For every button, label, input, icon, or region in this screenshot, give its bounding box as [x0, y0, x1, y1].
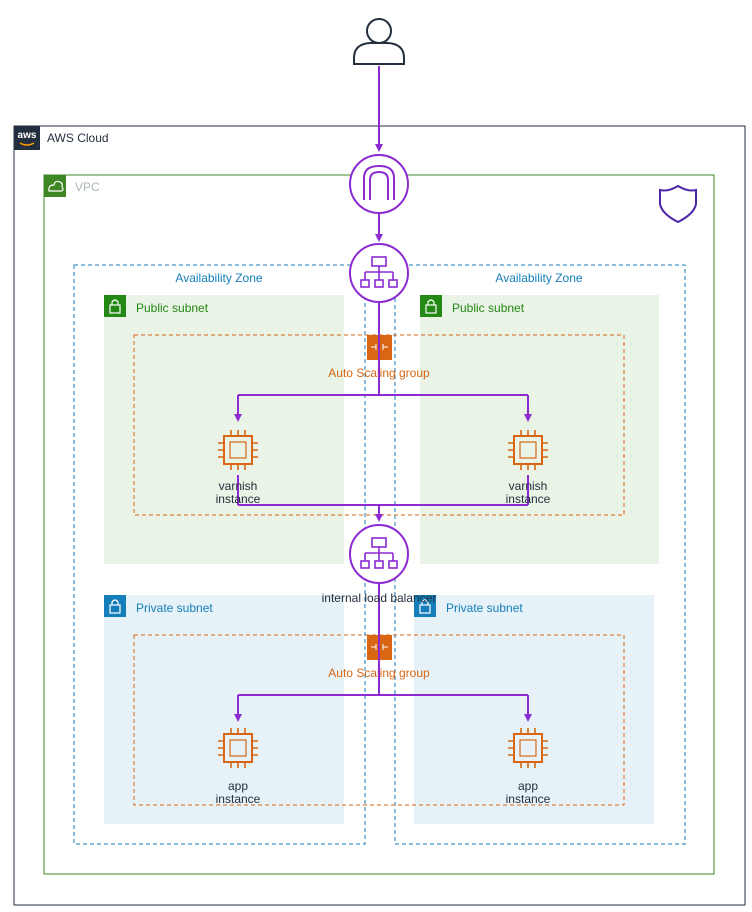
vpc-group: VPC [43, 174, 715, 875]
svg-text:aws: aws [18, 130, 37, 141]
aws-cloud-label: AWS Cloud [47, 131, 109, 145]
private-subnet-label: Private subnet [446, 601, 523, 615]
private-subnet-label: Private subnet [136, 601, 213, 615]
user-icon [353, 18, 405, 65]
availability-zone-right: Availability Zone [394, 264, 686, 845]
availability-zone-label: Availability Zone [495, 271, 582, 285]
instance-label-line2: instance [506, 792, 551, 806]
lock-icon [104, 295, 126, 317]
ec2-instance-icon [508, 728, 548, 768]
load-balancer-icon [349, 243, 409, 303]
instance-label-line1: app [228, 779, 248, 793]
shield-icon [659, 184, 697, 224]
internet-gateway-icon [349, 154, 409, 214]
public-subnet-label: Public subnet [452, 301, 525, 315]
connectors [234, 66, 532, 722]
public-subnet-left: Public subnet [104, 295, 344, 564]
vpc-cloud-icon [44, 175, 66, 197]
availability-zone-left: Availability Zone [73, 264, 366, 845]
instance-label-line1: app [518, 779, 538, 793]
vpc-label: VPC [75, 180, 100, 194]
internal-load-balancer: internal load balancer [322, 524, 437, 605]
private-subnet-right: Private subnet [414, 595, 654, 824]
instance-label-line2: instance [506, 492, 551, 506]
public-subnet-label: Public subnet [136, 301, 209, 315]
public-subnet-right: Public subnet [420, 295, 659, 564]
instance-label-line2: instance [216, 492, 261, 506]
instance-label-line1: varnish [219, 479, 258, 493]
ec2-instance-icon [218, 430, 258, 470]
instance-label-line1: varnish [509, 479, 548, 493]
lock-icon [104, 595, 126, 617]
load-balancer-icon [349, 524, 409, 584]
aws-logo-icon: aws [14, 126, 40, 150]
internal-load-balancer-label: internal load balancer [322, 591, 437, 605]
private-subnet-left: Private subnet [104, 595, 344, 824]
ec2-instance-icon [508, 430, 548, 470]
instance-label-line2: instance [216, 792, 261, 806]
ec2-instance-icon [218, 728, 258, 768]
lock-icon [420, 295, 442, 317]
lock-icon [414, 595, 436, 617]
availability-zone-label: Availability Zone [175, 271, 262, 285]
